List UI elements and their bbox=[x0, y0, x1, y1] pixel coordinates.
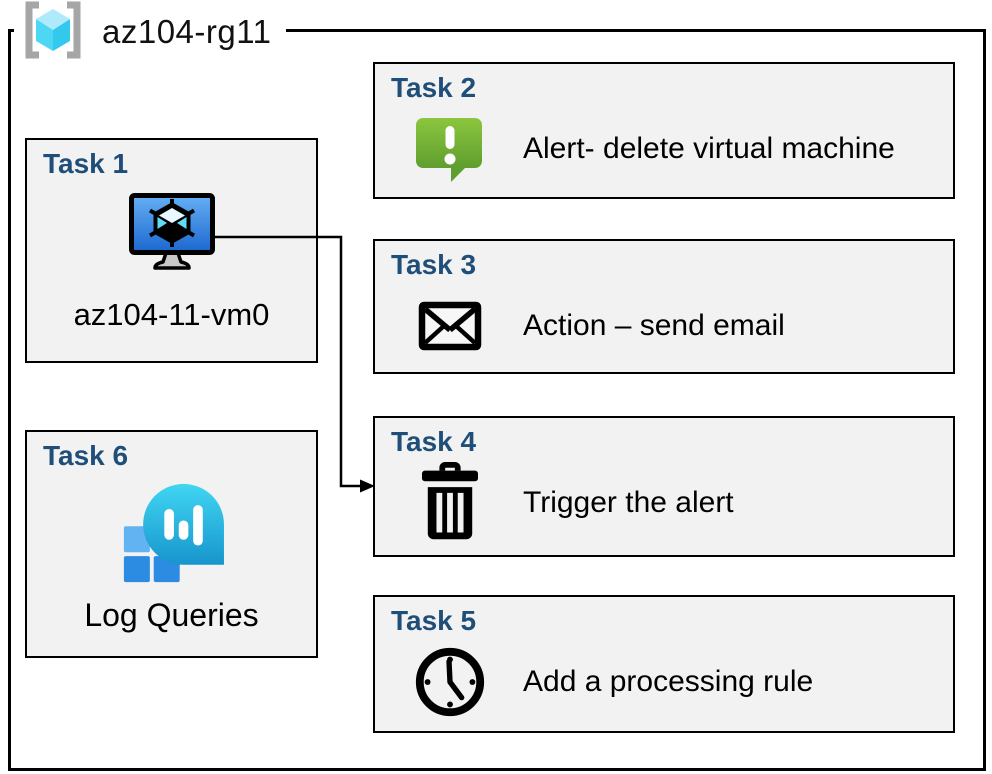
task-1-label: az104-11-vm0 bbox=[73, 297, 270, 332]
task-2-heading: Task 2 bbox=[391, 72, 477, 103]
clock-icon bbox=[411, 644, 489, 720]
task-4-label: Trigger the alert bbox=[523, 486, 734, 519]
task-6-heading: Task 6 bbox=[43, 440, 129, 471]
task-1-box: Task 1 az10 bbox=[25, 138, 318, 363]
task-5-heading: Task 5 bbox=[391, 605, 477, 636]
task-1-heading: Task 1 bbox=[43, 148, 129, 179]
resource-group-name: az104-rg11 bbox=[102, 13, 272, 50]
task-5-box: Task 5 Add a processing rule bbox=[373, 595, 955, 733]
task-2-label: Alert- delete virtual machine bbox=[523, 132, 895, 165]
resource-group-header: az104-rg11 bbox=[14, 0, 286, 64]
task-4-heading: Task 4 bbox=[391, 426, 477, 457]
alert-message-icon bbox=[411, 114, 489, 184]
task-3-box: Task 3 Action – send email bbox=[373, 239, 955, 374]
task-5-label: Add a processing rule bbox=[523, 665, 814, 698]
log-queries-icon bbox=[118, 482, 226, 589]
task-3-heading: Task 3 bbox=[391, 249, 477, 280]
task-3-label: Action – send email bbox=[523, 309, 785, 342]
virtual-machine-icon bbox=[128, 192, 216, 277]
task-6-label: Log Queries bbox=[84, 597, 259, 633]
trash-delete-icon bbox=[411, 461, 489, 546]
task-2-box: Task 2 Alert- delete virtual machine bbox=[373, 62, 955, 199]
resource-group-icon bbox=[20, 1, 86, 64]
email-envelope-icon bbox=[411, 301, 489, 351]
task-6-box: Task 6 Log Queries bbox=[25, 430, 318, 658]
task-4-box: Task 4 Trigger the alert bbox=[373, 416, 955, 557]
